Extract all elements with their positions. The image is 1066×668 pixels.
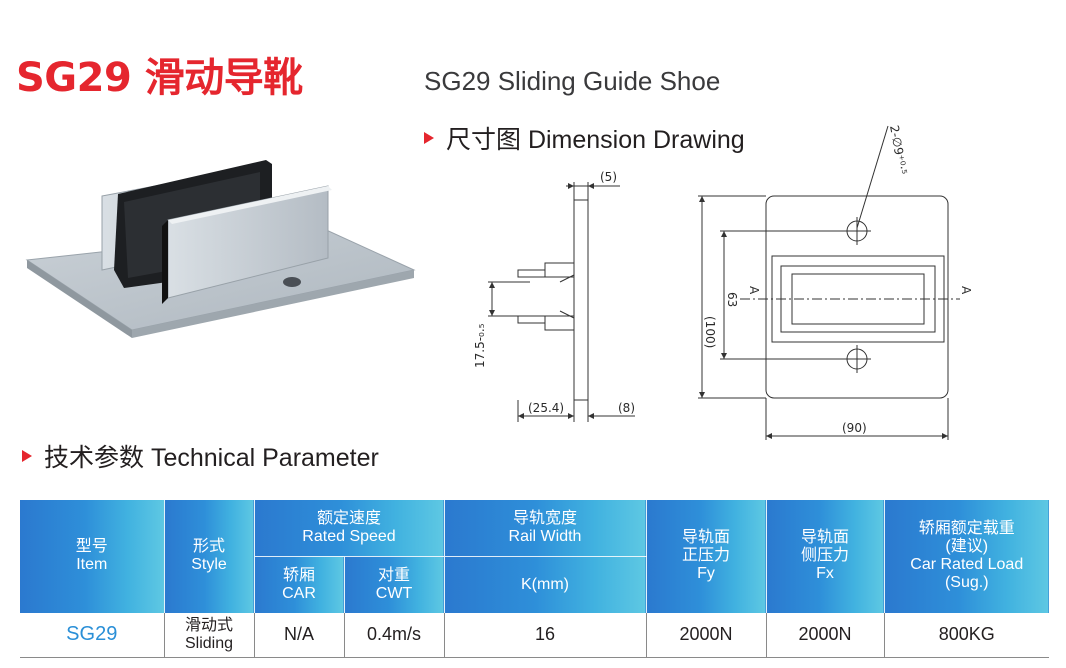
dim-90-label: (90) [842,421,867,435]
header-rail-unit: K(mm) [443,555,646,613]
header-car-rated-load: 轿厢额定载重(建议)Car Rated Load(Sug.) [883,500,1049,613]
cell-fx: 2000N [765,612,884,658]
product-subtitle: SG29 Sliding Guide Shoe [424,66,721,96]
product-title: SG29 滑动导靴 [16,55,303,101]
dimension-drawing-label: 尺寸图 Dimension Drawing [446,126,745,154]
section-a-left-label: A [747,286,761,295]
dimension-drawing: (5) 17.5-₀.₅ (25.4) (8) 2-∅9⁺⁰·⁵ (100) 6… [473,124,973,440]
dim-hole-label: 2-∅9⁺⁰·⁵ [887,124,909,176]
dim-17-5-label: 17.5-₀.₅ [473,323,487,368]
cell-car-rated-load: 800KG [883,612,1049,658]
cell-car: N/A [253,612,344,658]
dim-63-label: 63 [725,292,739,307]
dimension-drawing-heading: 尺寸图 Dimension Drawing [424,120,745,156]
triangle-bullet-icon [424,132,434,144]
dim-8-label: (8) [618,401,635,415]
product-photo [25,160,416,338]
triangle-bullet-icon [22,450,32,462]
cell-item: SG29 [20,612,164,658]
technical-parameter-label: 技术参数 Technical Parameter [44,444,379,472]
dim-100-label: (100) [703,316,717,348]
cell-fy: 2000N [645,612,766,658]
technical-parameter-heading: 技术参数 Technical Parameter [22,438,379,474]
cell-rail-width: 16 [443,612,646,658]
cell-cwt: 0.4m/s [343,612,444,658]
dim-5-label: (5) [600,170,617,184]
section-a-right-label: A [959,286,973,295]
dim-25-4-label: (25.4) [528,401,564,415]
